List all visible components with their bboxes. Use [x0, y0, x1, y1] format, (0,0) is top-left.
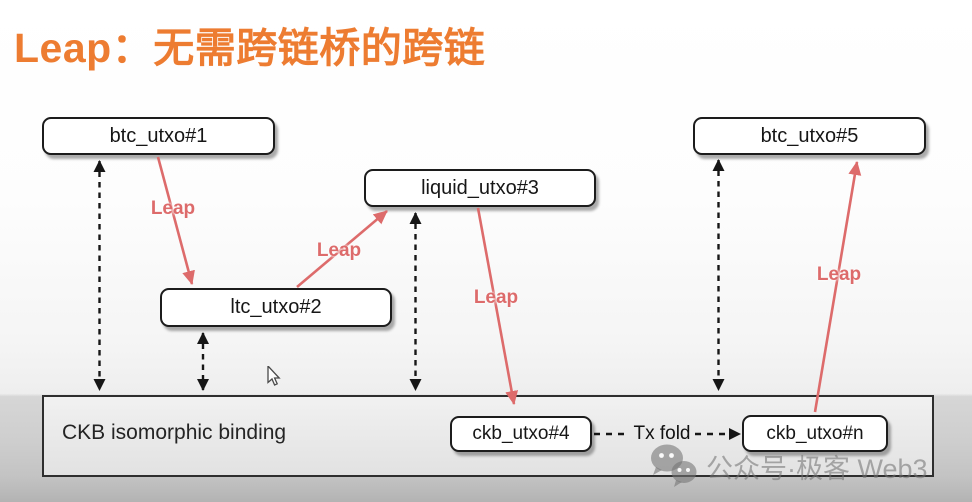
- leap-label-3: Leap: [473, 287, 519, 308]
- node-btc-utxo-1: btc_utxo#1: [42, 117, 275, 155]
- mouse-cursor: [267, 366, 281, 386]
- node-ltc-utxo-2: ltc_utxo#2: [160, 288, 392, 327]
- leap-label-1: Leap: [150, 198, 196, 219]
- ckb-binding-label: CKB isomorphic binding: [62, 421, 287, 444]
- page-title: Leap：无需跨链桥的跨链: [14, 25, 486, 71]
- node-btc-utxo-5: btc_utxo#5: [693, 117, 926, 155]
- node-ckb-utxo-n: ckb_utxo#n: [742, 415, 888, 452]
- leap-arrow-ckbn-to-btc5: [813, 161, 862, 413]
- node-ckb-utxo-4: ckb_utxo#4: [450, 416, 592, 452]
- leap-label-4: Leap: [816, 264, 862, 285]
- leap-label-2: Leap: [316, 240, 362, 261]
- node-liquid-utxo-3: liquid_utxo#3: [364, 169, 596, 207]
- txfold-label: Tx fold: [633, 423, 691, 444]
- leap-arrow-btc1-to-ltc2: [156, 156, 195, 285]
